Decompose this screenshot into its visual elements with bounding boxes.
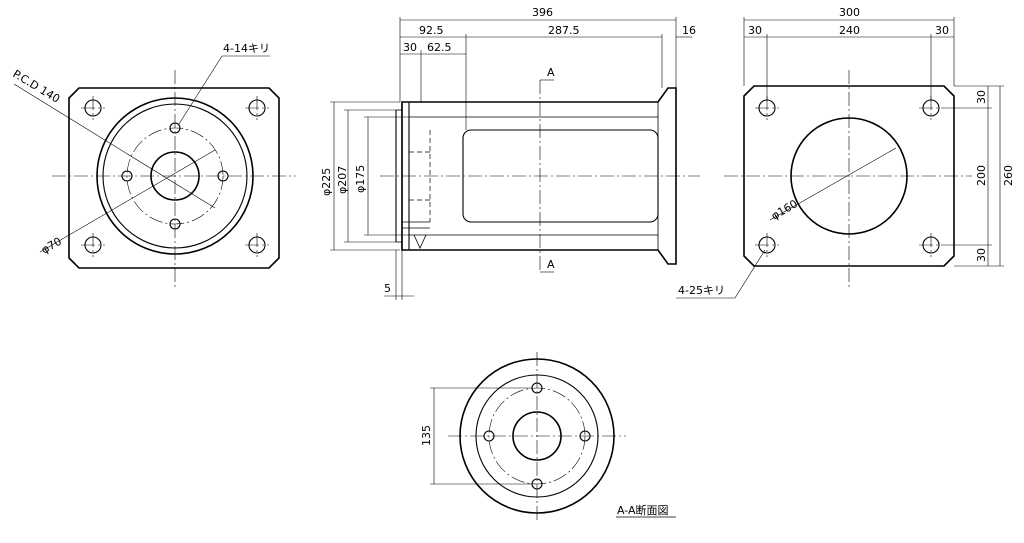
dim-30-bottom: 30 [975,248,988,262]
front-bore [150,151,200,201]
side-view: A A 396 92.5 287.5 16 30 62.5 φ225 φ207 … [320,6,700,300]
rear-hole-leader [676,249,766,299]
rear-bore-leader [769,147,897,221]
dim-396: 396 [532,6,553,19]
pcd-leader [13,83,216,209]
front-pcd-hole [121,170,133,182]
dia-207: φ207 [336,166,349,194]
dia-175: φ175 [354,165,367,193]
dim-260: 260 [1002,165,1015,186]
front-pcd-hole [217,170,229,182]
section-view: 135 A-A断面図 [420,352,676,522]
front-view: 4-14キリ P.C.D 140 φ70 [10,42,296,288]
dim-5: 5 [384,282,391,295]
section-title: A-A断面図 [617,503,669,517]
front-outer-circle [96,97,254,255]
front-spigot-circle [102,103,248,249]
rear-bore-label: φ160 [769,197,800,222]
dim-287-5: 287.5 [548,24,580,37]
bore-leader [39,149,216,253]
dim-16: 16 [682,24,696,37]
dim-62-5: 62.5 [427,41,452,54]
dim-200: 200 [975,165,988,186]
rear-hole-callout: 4-25キリ [678,284,725,297]
dim-30-left: 30 [748,24,762,37]
front-hole-callout: 4-14キリ [223,42,270,55]
section-mark-bottom: A [547,258,555,271]
dim-30-right: 30 [935,24,949,37]
dim-300: 300 [839,6,860,19]
front-corner-holes [81,96,269,257]
front-bore-label: φ70 [39,235,64,257]
front-pcd-hole [169,218,181,230]
rear-flange-outline [743,85,955,267]
dim-92-5: 92.5 [419,24,444,37]
hole-callout-leader [178,55,270,125]
dim-240: 240 [839,24,860,37]
dim-30-top: 30 [975,90,988,104]
front-pcd-hole [169,122,181,134]
rear-bore [790,117,908,235]
rear-view: φ160 4-25キリ 300 30 240 30 260 30 200 30 [676,6,1015,299]
side-body-outline [401,87,677,265]
section-mark-top: A [547,66,555,79]
front-flange-outline [68,87,280,269]
dim-30-side: 30 [403,41,417,54]
dia-225: φ225 [320,168,333,196]
front-pcd-circle [126,127,224,225]
dim-135: 135 [420,425,433,446]
